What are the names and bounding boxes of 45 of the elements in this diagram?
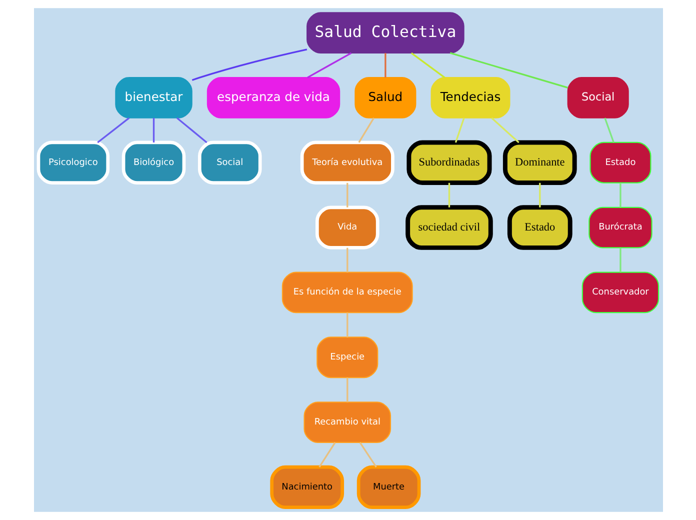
node-box: Burócrata xyxy=(588,206,652,248)
node-box: bienestar xyxy=(114,77,192,118)
node-box: sociedad civil xyxy=(405,205,492,250)
connector xyxy=(358,118,374,143)
connector xyxy=(191,48,307,81)
node-box: Es función de la especie xyxy=(281,272,412,314)
node-box: Salud Colectiva xyxy=(306,12,464,54)
connector xyxy=(306,52,352,78)
node-box: Recambio vital xyxy=(303,402,391,443)
connector xyxy=(358,442,376,468)
connector xyxy=(152,118,154,142)
node-box: Psicologico xyxy=(36,140,110,184)
connector xyxy=(346,248,348,272)
connector xyxy=(384,53,386,78)
node-box: Social xyxy=(197,140,262,184)
node-box: Dominante xyxy=(502,140,576,186)
connector xyxy=(604,118,614,143)
connector xyxy=(346,182,348,208)
node-box: Tendecias xyxy=(430,77,510,118)
node-box: Conservador xyxy=(581,272,659,314)
connector xyxy=(346,312,348,338)
node-box: Muerte xyxy=(356,465,420,510)
node-box: esperanza de vida xyxy=(206,77,340,118)
connector xyxy=(346,378,348,402)
connector xyxy=(619,182,621,208)
node-box: Estado xyxy=(589,142,651,184)
connector xyxy=(454,118,464,143)
node-box: Subordinadas xyxy=(406,140,492,186)
connector xyxy=(538,182,540,208)
node-box: Vida xyxy=(314,206,379,250)
connector xyxy=(619,248,621,272)
connector xyxy=(449,52,568,88)
connector xyxy=(448,182,450,208)
connector xyxy=(490,117,519,144)
connector xyxy=(410,52,445,78)
node-box: Biológico xyxy=(121,140,186,184)
connector xyxy=(96,117,130,144)
connector xyxy=(318,442,336,468)
node-box: Estado xyxy=(506,205,572,250)
connector xyxy=(176,117,207,144)
node-box: Salud xyxy=(354,77,416,118)
node-box: Teoría evolutiva xyxy=(300,140,394,184)
node-box: Nacimiento xyxy=(270,465,344,510)
node-box: Social xyxy=(566,77,628,118)
node-box: Especie xyxy=(316,336,378,378)
